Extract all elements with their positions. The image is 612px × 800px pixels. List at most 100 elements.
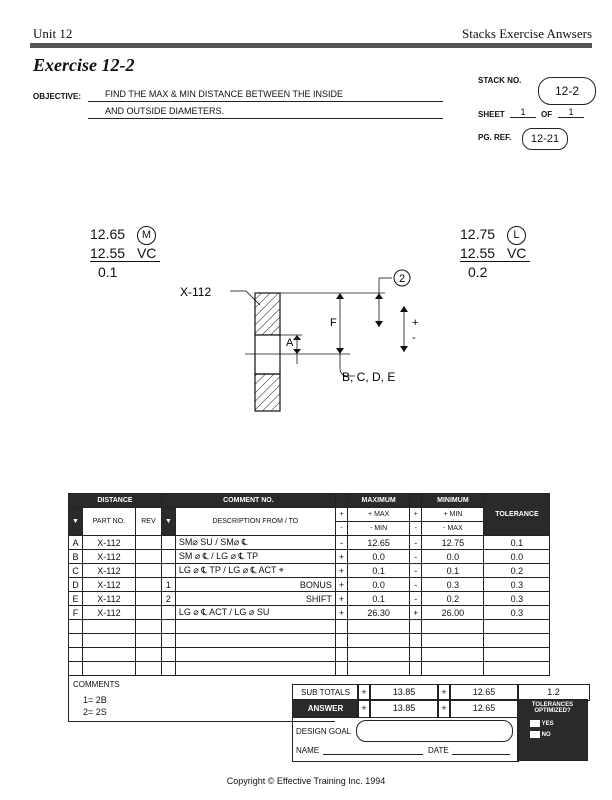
blank-cell [334, 619, 349, 634]
objective-label: OBJECTIVE: [33, 92, 82, 101]
part-no-cell: X-112 [81, 535, 136, 550]
description-cell: LG ⌀ ℄ ACT / LG ⌀ SU [174, 605, 336, 620]
right-dim-arrow-top [375, 293, 383, 299]
tolerance-cell: 0.3 [483, 591, 551, 606]
comment-no-cell: 2 [160, 591, 176, 606]
yes-option[interactable]: YES [518, 720, 587, 727]
minimum-header: MINIMUM [421, 493, 485, 508]
row-id: D [68, 577, 83, 592]
max-sign-plus: + [334, 507, 349, 522]
objective-underline-1 [88, 101, 443, 102]
blank-cell [483, 619, 551, 634]
blank-cell [409, 619, 423, 634]
design-goal-field[interactable] [356, 720, 513, 742]
comment-no-cell: 1 [160, 577, 176, 592]
description-cell: SM ⌀ ℄ / LG ⌀ ℄ TP [174, 549, 336, 564]
of-value: 1 [558, 107, 584, 118]
no-option[interactable]: NO [518, 731, 587, 738]
distance-header: DISTANCE [68, 493, 162, 508]
blank-row [68, 661, 551, 676]
tolerance-cell: 0.0 [483, 549, 551, 564]
tolerance-cell: 0.1 [483, 535, 551, 550]
blank-cell [81, 661, 136, 676]
min-sign-cell: - [409, 577, 423, 592]
right-dim-top-value: 12.75 [460, 226, 496, 243]
header-row-2: ▼ PART NO. REV ▼ DESCRIPTION FROM / TO +… [68, 507, 550, 536]
name-field[interactable] [323, 754, 423, 755]
part-section-lower [254, 373, 281, 412]
blank-cell [68, 633, 83, 648]
blank-cell [421, 661, 485, 676]
row-id: B [68, 549, 83, 564]
no-checkbox[interactable] [530, 731, 540, 739]
min-sign-cell: - [409, 563, 423, 578]
blank-cell [347, 661, 411, 676]
right-dim-bottom: 12.55 VC [460, 245, 530, 262]
max-value-cell: 12.65 [347, 535, 411, 550]
max-value-cell: 0.0 [347, 549, 411, 564]
header-row-1: DISTANCE COMMENT NO. MAXIMUM MINIMUM TOL… [68, 493, 551, 536]
blank-cell [160, 633, 176, 648]
yes-label: YES [541, 721, 554, 728]
left-dim-bottom-value: 12.55 [90, 245, 126, 261]
max-sign-cell: + [334, 563, 349, 578]
lmc-modifier-icon: L [506, 226, 526, 245]
rev-cell [134, 549, 162, 564]
comment-no-cell [160, 535, 176, 550]
blank-cell [81, 619, 136, 634]
tolerance-cell: 0.2 [483, 563, 551, 578]
bcde-leader [339, 354, 355, 377]
page-header-title: Stacks Exercise Anwsers [462, 26, 592, 41]
answer-min-sign: + [437, 699, 451, 718]
f-label: F [330, 317, 337, 329]
min-sign-minus: - [409, 521, 423, 536]
comments-box: COMMENTS 1= 2B 2= 2S [68, 675, 336, 722]
left-dim-tol: 0.1 [98, 264, 118, 280]
min-value-cell: 12.75 [421, 535, 485, 550]
blank-cell [160, 661, 176, 676]
description-cell: SM⌀ SU / SM⌀ ℄ [174, 535, 336, 550]
date-field[interactable] [452, 754, 510, 755]
blank-cell [483, 647, 551, 662]
description-header: DESCRIPTION FROM / TO [174, 507, 336, 536]
min-sign-cell: + [409, 605, 423, 620]
blank-cell [174, 619, 336, 634]
max-value-cell: 0.0 [347, 577, 411, 592]
comment-no-header: COMMENT NO. [160, 493, 336, 508]
blank-cell [134, 619, 162, 634]
distance-arrow-icon: ▼ [68, 507, 83, 536]
row-id: F [68, 605, 83, 620]
blank-cell [347, 619, 411, 634]
comment-no-cell [160, 549, 176, 564]
balloon-2-icon [393, 269, 411, 287]
balloon-2-label: 2 [399, 273, 405, 285]
description-cell: LG ⌀ ℄ TP / LG ⌀ ℄ ACT ⌖ [174, 563, 336, 578]
blank-cell [409, 633, 423, 648]
max-sign-cell: + [334, 591, 349, 606]
blank-cell [421, 647, 485, 662]
blank-cell [134, 633, 162, 648]
blank-cell [134, 661, 162, 676]
blank-row [68, 633, 551, 648]
blank-cell [334, 633, 349, 648]
answer-max-sign: + [357, 699, 371, 718]
min-sign-cell: - [409, 549, 423, 564]
unit-label: Unit 12 [33, 26, 73, 41]
comments-label: COMMENTS [73, 680, 120, 689]
blank-cell [68, 619, 83, 634]
yes-checkbox[interactable] [530, 720, 540, 727]
minus-sign: - [412, 332, 416, 344]
pg-ref-label: PG. REF. [478, 133, 512, 142]
part-no-cell: X-112 [81, 563, 136, 578]
part-no-header: PART NO. [81, 507, 136, 536]
blank-cell [81, 647, 136, 662]
subtotal-max: 13.85 [369, 684, 439, 701]
min-plus-header: + MIN [421, 507, 485, 522]
blank-cell [483, 661, 551, 676]
pg-ref-value: 12-21 [522, 128, 568, 150]
tolerances-optimized-box: TOLERANCES OPTIMIZED? YES NO [517, 699, 588, 761]
part-leader [245, 290, 261, 306]
blank-cell [160, 619, 176, 634]
copyright: Copyright © Effective Training Inc. 1994 [226, 776, 386, 786]
